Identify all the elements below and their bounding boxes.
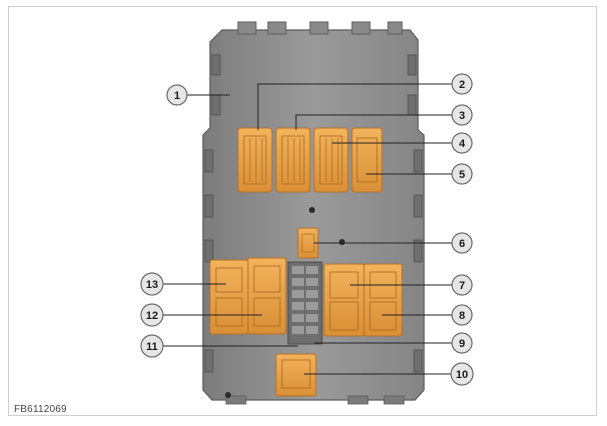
svg-text:5: 5 — [459, 169, 465, 181]
svg-text:3: 3 — [459, 110, 465, 122]
callout-13: 13 — [140, 272, 164, 296]
connector-8 — [363, 263, 403, 337]
connector-4 — [313, 127, 349, 193]
callout-2: 2 — [451, 73, 473, 95]
callout-5: 5 — [451, 163, 473, 185]
connector-12 — [247, 257, 287, 335]
svg-text:7: 7 — [459, 280, 465, 292]
callout-7: 7 — [451, 274, 473, 296]
connector-3 — [275, 127, 311, 193]
callout-6: 6 — [451, 232, 473, 254]
leader-lines — [163, 83, 453, 375]
figure-id-label: FB6112069 — [14, 404, 67, 415]
callout-1: 1 — [166, 84, 188, 106]
svg-text:4: 4 — [459, 138, 466, 150]
connector-5 — [351, 127, 383, 193]
housing — [202, 21, 425, 405]
callout-9: 9 — [451, 332, 473, 354]
connector-10 — [275, 353, 317, 397]
svg-text:6: 6 — [459, 238, 465, 250]
fuse-strip — [287, 261, 323, 345]
connector-13 — [209, 259, 249, 335]
callout-11: 11 — [140, 334, 164, 358]
svg-text:1: 1 — [174, 90, 180, 102]
svg-text:13: 13 — [146, 279, 158, 291]
svg-text:10: 10 — [456, 369, 468, 381]
svg-text:8: 8 — [459, 310, 465, 322]
callout-10: 10 — [450, 362, 474, 386]
svg-text:11: 11 — [146, 341, 158, 353]
svg-text:12: 12 — [146, 310, 158, 322]
connector-2 — [237, 127, 273, 193]
callout-3: 3 — [451, 104, 473, 126]
svg-text:9: 9 — [459, 338, 465, 350]
callout-8: 8 — [451, 304, 473, 326]
callout-4: 4 — [451, 132, 473, 154]
connector-7 — [323, 263, 365, 337]
callout-12: 12 — [140, 303, 164, 327]
svg-text:2: 2 — [459, 79, 465, 91]
